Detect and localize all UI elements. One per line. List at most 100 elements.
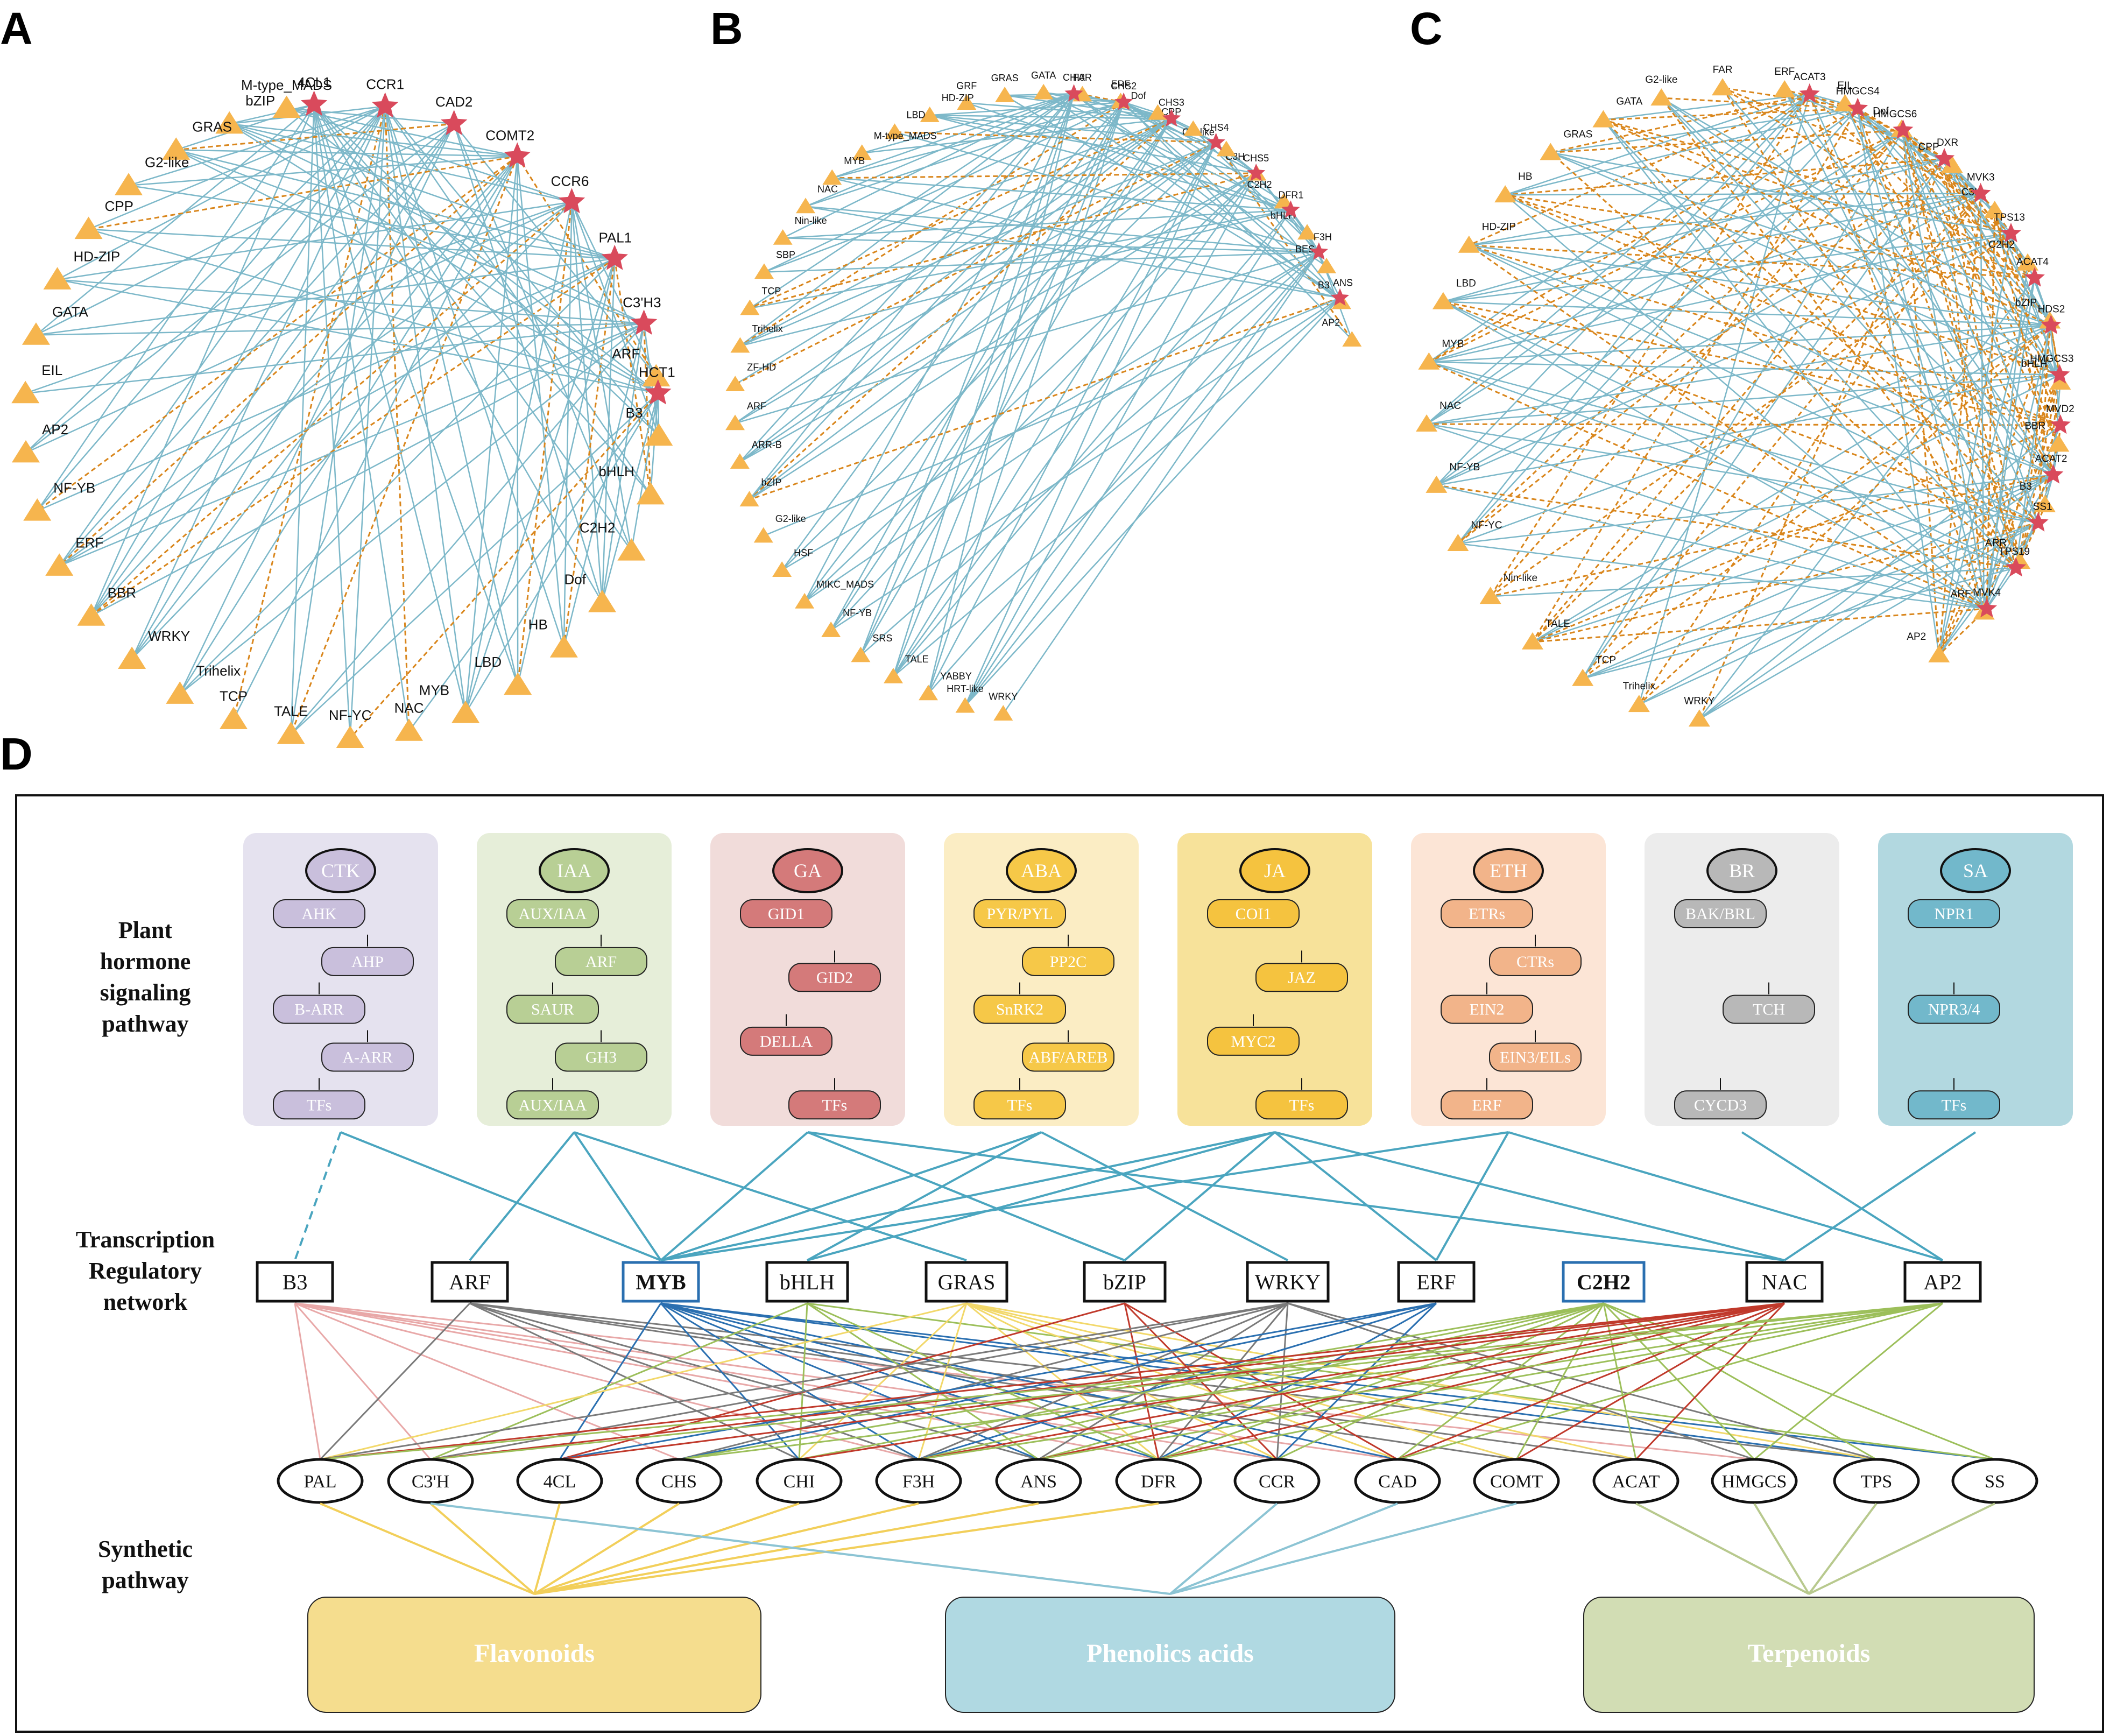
gene-node [1233,1458,1321,1504]
hormone-tf-arrow [1041,1131,1288,1261]
tf-node-label: EIL [1837,80,1853,91]
network-edge [860,93,1075,656]
tf-gene-arrow [679,1302,1604,1460]
hormone-tf-arrow [807,1131,1275,1261]
tf-gene-arrow [1038,1302,1288,1460]
hormone-pathway-node-label: GID2 [816,969,853,986]
tf-node-label: FAR [1073,72,1092,83]
hormone-pathway-node [1022,947,1114,976]
network-edge [892,142,1217,677]
hormone-node [305,848,376,893]
gene-node-label: DFR1 [1278,189,1303,200]
network-edge [516,156,657,377]
hormone-name: ETH [1490,860,1527,881]
hormone-pathway-node-label: SAUR [531,1001,574,1019]
network-edge [2019,522,2039,562]
network-edge [90,123,455,617]
hormone-pathway-node [555,1042,647,1072]
tf-node-triangle [2048,434,2070,452]
gene-node-star [1934,148,1955,168]
tf-gene-arrow [660,1302,1995,1460]
tf-node-triangle [617,538,646,561]
tf-node-triangle [2034,495,2056,512]
network-edge [1426,423,2038,524]
tf-node-label: GATA [1616,96,1642,108]
tf-node-triangle [740,299,760,315]
tf-node-triangle [23,498,52,521]
tf-gene-arrow [807,1302,1039,1460]
product-label: Phenolics acids [1086,1639,1254,1668]
tf-box-label: MYB [636,1270,686,1294]
hormone-pathway-node [555,947,647,976]
gene-node-label: CHS3 [1159,97,1184,108]
network-edge [1490,474,2054,597]
network-edge [1844,103,2054,476]
tf-node-label: TCP [1596,655,1616,666]
tf-node-label: bHLH [598,463,634,479]
tf-node-triangle [1941,156,1963,173]
tf-node-label: B3 [626,405,643,421]
network-edge [893,297,1340,678]
network-edge [964,209,1292,707]
network-edge [782,237,1319,253]
product-label: Terpenoids [1748,1639,1871,1668]
gene-node-star [601,244,628,270]
hormone-pathway-node-label: PYR/PYL [986,905,1053,923]
network-edge [36,322,644,336]
network-edge [1004,95,1172,119]
network-edge [59,123,455,567]
gene-node-label: C3'H [412,1472,449,1492]
tf-box [1397,1261,1476,1303]
gene-node-star [2049,364,2070,384]
network-edge [1490,567,2016,597]
gene-node-label: CCR6 [551,173,589,189]
tf-node-triangle [451,700,480,723]
network-edge [749,118,1172,500]
tf-node-label: Dof [1873,105,1889,117]
tf-gene-arrow [966,1302,1877,1460]
network-edge [929,114,1172,119]
hormone-tf-arrow [469,1131,575,1261]
network-edge [1532,424,2061,643]
network-edge [601,393,659,603]
gene-product-arrow [1169,1502,1278,1595]
network-edge [2037,321,2051,523]
network-edge [1426,324,2051,425]
network-edge [1661,97,2060,376]
tf-node-triangle [1034,83,1054,100]
tf-node-label: NAC [817,184,838,195]
network-edge [290,392,659,735]
hormone-node [1473,848,1544,893]
network-edge [1215,142,1342,303]
network-edge [37,258,615,512]
hormone-tf-arrow [1508,1131,1943,1261]
hormone-pathway-node [1674,899,1767,928]
network-edge [1443,301,2039,524]
network-edge [892,93,1075,677]
tf-node-label: G2-like [775,513,806,524]
hormone-tf-arrow [660,1131,809,1261]
tf-gene-arrow [1276,1302,1437,1460]
network-edge [1123,102,1353,341]
network-edge [1638,193,1981,705]
network-edge [290,106,386,735]
network-edge [563,258,616,648]
tf-box-label: AP2 [1923,1270,1961,1294]
tf-gene-arrow [1603,1303,1637,1460]
network-edge [1721,87,2017,568]
network-edge [749,102,1125,500]
hormone-pathway-node-label: JAZ [1288,969,1316,986]
tf-gene-arrow [430,1302,808,1460]
network-edge [860,118,1173,656]
gene-node-star [1162,109,1181,126]
tf-gene-arrow [294,1302,1398,1460]
network-edge [1532,108,1859,643]
network-edge [1639,474,2054,705]
network-edge [1902,130,2059,445]
network-edge [59,201,573,567]
tf-gene-arrow [660,1302,1877,1460]
network-edge [59,105,386,567]
tf-gene-arrow [1397,1302,1785,1460]
network-edge [735,118,1172,385]
